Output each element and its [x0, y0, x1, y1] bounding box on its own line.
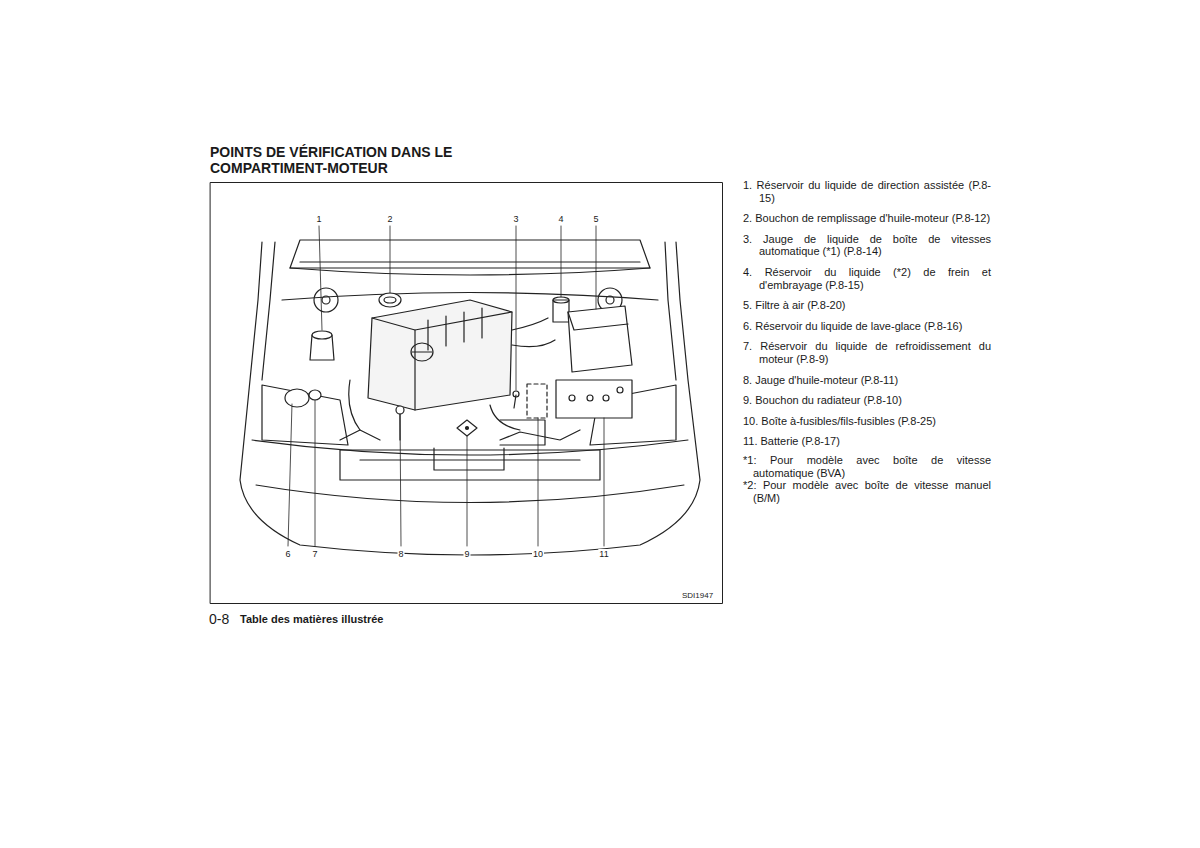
callout-number: 1 — [315, 214, 322, 224]
engine — [340, 300, 580, 445]
parts-list: 1. Réservoir du liquide de direction ass… — [743, 179, 991, 504]
components — [285, 293, 632, 440]
list-item: 8. Jauge d'huile-moteur (P.8-11) — [743, 374, 991, 387]
leader-lines — [288, 226, 604, 546]
list-item: 10. Boîte à-fusibles/fils-fusibles (P.8-… — [743, 415, 991, 428]
callout-number: 5 — [592, 214, 599, 224]
list-item: 11. Batterie (P.8-17) — [743, 435, 991, 448]
callout-number: 11 — [598, 549, 609, 559]
car-body — [240, 240, 700, 555]
list-item: 7. Réservoir du liquide de refroidisseme… — [743, 340, 991, 365]
list-item: 9. Bouchon du radiateur (P.8-10) — [743, 394, 991, 407]
callout-number: 6 — [284, 549, 291, 559]
callout-number: 10 — [532, 549, 544, 559]
list-item: 1. Réservoir du liquide de direction ass… — [743, 179, 991, 204]
page-title: POINTS DE VÉRIFICATION DANS LE COMPARTIM… — [210, 144, 470, 176]
figure-code: SDI1947 — [682, 591, 713, 600]
callout-number: 4 — [557, 214, 564, 224]
figure-frame — [211, 183, 723, 604]
callout-number: 7 — [311, 549, 318, 559]
list-item: 4. Réservoir du liquide (*2) de frein et… — [743, 266, 991, 291]
footnote: *2: Pour modèle avec boîte de vitesse ma… — [743, 479, 991, 504]
footnote: *1: Pour modèle avec boîte de vitesse au… — [743, 454, 991, 479]
list-item: 3. Jauge de liquide de boîte de vitesses… — [743, 233, 991, 258]
list-item: 5. Filtre à air (P.8-20) — [743, 299, 991, 312]
list-item: 2. Bouchon de remplissage d'huile-moteur… — [743, 212, 991, 225]
callout-number: 3 — [512, 214, 519, 224]
page-footer: Table des matières illustrée — [240, 613, 383, 625]
callout-number: 9 — [463, 549, 470, 559]
callout-number: 8 — [397, 549, 404, 559]
callout-number: 2 — [386, 214, 393, 224]
page-number: 0-8 — [209, 611, 229, 627]
list-item: 6. Réservoir du liquide de lave-glace (P… — [743, 320, 991, 333]
